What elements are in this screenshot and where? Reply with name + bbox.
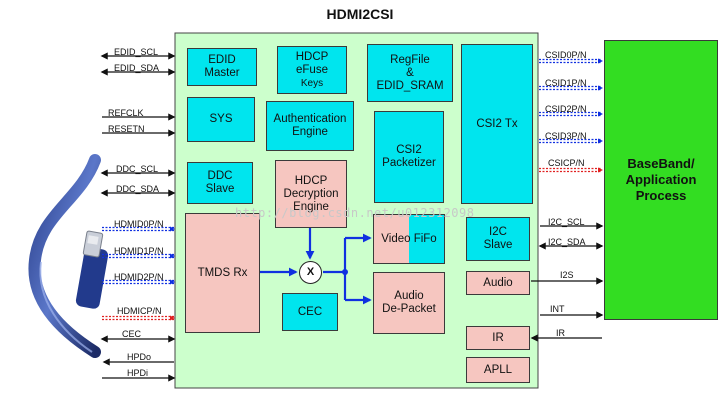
signal-label-hdmid0: HDMID0P/N: [114, 219, 164, 229]
baseband-application-block: BaseBand/ Application Process: [604, 40, 718, 320]
cec-label: CEC: [297, 305, 323, 318]
diagram-title: HDMI2CSI: [326, 6, 394, 22]
signal-label-ir: IR: [556, 328, 565, 338]
authentication-engine-label: Authentication Engine: [273, 113, 347, 138]
regfile-label: RegFile & EDID_SRAM: [376, 53, 444, 92]
hdcp-efuse-keys-label: Keys: [300, 77, 324, 89]
signal-label-csid3: CSID3P/N: [545, 131, 587, 141]
tmds-rx-block: TMDS Rx: [185, 213, 260, 333]
signal-label-hdmid1: HDMID1P/N: [114, 246, 164, 256]
signal-label-edid-scl: EDID_SCL: [114, 47, 159, 57]
right-signal-lines: [530, 58, 604, 342]
mux-label: X: [306, 266, 315, 278]
signal-label-hdmid2: HDMID2P/N: [114, 272, 164, 282]
internal-data-paths: [260, 228, 372, 305]
signal-label-csid2: CSID2P/N: [545, 104, 587, 114]
csi2-packetizer-block: CSI2 Packetizer: [374, 111, 444, 203]
ddc-slave-label: DDC Slave: [205, 170, 235, 195]
cec-block: CEC: [282, 293, 338, 331]
signal-label-resetn: RESETN: [108, 124, 145, 134]
signal-label-ddc-scl: DDC_SCL: [116, 164, 159, 174]
left-signal-lines: [100, 52, 176, 382]
ir-block: IR: [466, 326, 530, 350]
csi2-tx-block: CSI2 Tx: [461, 44, 533, 204]
audio-depacket-label: Audio De-Packet: [382, 290, 436, 315]
signal-label-int: INT: [550, 304, 565, 314]
audio-block: Audio: [466, 271, 530, 295]
hdmi-cable-illustration: [28, 154, 109, 358]
sys-label: SYS: [209, 113, 233, 125]
audio-depacket-block: Audio De-Packet: [373, 272, 445, 334]
edid-master-block: EDID Master: [187, 48, 257, 86]
signal-label-hpdi: HPDi: [127, 368, 149, 378]
sys-block: SYS: [187, 97, 255, 142]
signal-label-ddc-sda: DDC_SDA: [116, 184, 160, 194]
hdcp-decryption-engine-block: HDCP Decryption Engine: [275, 160, 347, 228]
hdcp-decryption-engine-label: HDCP Decryption Engine: [283, 174, 339, 213]
csi2-tx-label: CSI2 Tx: [476, 117, 518, 130]
ir-label: IR: [492, 331, 504, 344]
signal-label-hdmicp: HDMICP/N: [117, 306, 162, 316]
apll-block: APLL: [466, 357, 530, 383]
hdcp-efuse-block: HDCP eFuse Keys: [277, 46, 347, 94]
hdcp-efuse-label: HDCP eFuse: [295, 50, 329, 76]
signal-label-csid0: CSID0P/N: [545, 50, 587, 60]
tmds-rx-label: TMDS Rx: [197, 266, 248, 279]
signal-label-cec: CEC: [122, 329, 142, 339]
baseband-application-label: BaseBand/ Application Process: [625, 156, 697, 203]
signal-label-i2c-sda: I2C_SDA: [548, 237, 586, 247]
signal-label-refclk: REFCLK: [108, 108, 144, 118]
signal-label-csicp: CSICP/N: [548, 158, 585, 168]
i2c-slave-label: I2C Slave: [483, 226, 513, 251]
regfile-block: RegFile & EDID_SRAM: [367, 44, 453, 102]
authentication-engine-block: Authentication Engine: [266, 101, 354, 151]
signal-label-i2c-scl: I2C_SCL: [548, 217, 585, 227]
signal-label-edid-sda: EDID_SDA: [114, 63, 160, 73]
signal-label-i2s: I2S: [560, 270, 574, 280]
audio-label: Audio: [483, 276, 513, 289]
watermark: http://blog.csdn.net/u012312098: [235, 206, 475, 220]
ddc-slave-block: DDC Slave: [187, 162, 253, 204]
video-fifo-label: Video FiFo: [381, 232, 437, 245]
mux-node: X: [299, 261, 322, 284]
edid-master-label: EDID Master: [204, 54, 240, 79]
apll-label: APLL: [483, 363, 513, 376]
video-fifo-block: Video FiFo: [373, 214, 445, 264]
signal-label-csid1: CSID1P/N: [545, 78, 587, 88]
csi2-packetizer-label: CSI2 Packetizer: [382, 144, 436, 169]
i2c-slave-block: I2C Slave: [466, 217, 530, 261]
signal-label-hpdo: HPDo: [127, 352, 152, 362]
